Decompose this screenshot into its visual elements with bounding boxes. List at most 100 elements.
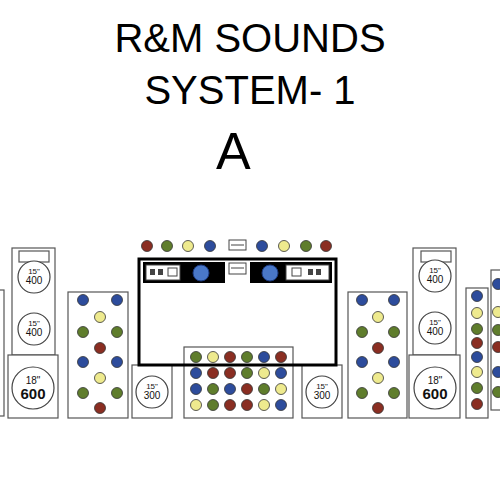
speaker-driver: 15"300: [135, 375, 169, 409]
light-dot: [357, 388, 368, 399]
light-dot: [242, 384, 253, 395]
light-dot: [242, 352, 253, 363]
driver-cone: [18, 261, 50, 293]
light-dot: [373, 312, 384, 323]
knob: [158, 269, 163, 275]
light-dot: [373, 403, 384, 414]
light-dot: [205, 241, 216, 252]
light-dot: [276, 352, 287, 363]
light-dot: [493, 367, 500, 378]
light-dot: [112, 295, 123, 306]
driver-size: 15": [429, 319, 441, 327]
light-column: [68, 292, 128, 418]
knob: [292, 268, 301, 276]
speaker-driver: 15"300: [305, 375, 339, 409]
speaker-driver: 15"400: [17, 260, 51, 294]
driver-watts: 600: [20, 386, 45, 401]
light-dot: [191, 384, 202, 395]
light-dot: [242, 368, 253, 379]
driver-cone: [306, 376, 338, 408]
light-dots: [78, 241, 500, 414]
light-dot: [162, 241, 173, 252]
light-dot: [472, 367, 483, 378]
light-dot: [208, 352, 219, 363]
light-dot: [493, 342, 500, 353]
light-dot: [493, 387, 500, 398]
speaker-cabinet: [12, 248, 55, 355]
light-dot: [208, 384, 219, 395]
drawing-part: [0, 248, 500, 418]
light-dot: [95, 312, 106, 323]
knob: [316, 269, 321, 275]
driver-watts: 300: [314, 391, 331, 401]
light-dot: [78, 388, 89, 399]
speaker-driver: 18"600: [413, 366, 457, 410]
light-dot: [493, 307, 500, 318]
driver-size: 18": [26, 376, 41, 386]
light-dot: [321, 241, 332, 252]
light-dot: [142, 241, 153, 252]
light-dot: [389, 357, 400, 368]
knob: [168, 268, 177, 276]
deck-control: [146, 265, 180, 280]
light-dot: [95, 403, 106, 414]
driver-size: 15": [28, 268, 40, 276]
light-dot: [183, 241, 194, 252]
knob: [150, 269, 155, 275]
driver-watts: 600: [422, 386, 447, 401]
light-dot: [472, 338, 483, 349]
light-dot: [389, 327, 400, 338]
speaker-cabinet: [132, 365, 172, 418]
sub-cabinet: [409, 355, 460, 418]
light-dot: [191, 352, 202, 363]
light-dot: [276, 400, 287, 411]
light-dot: [472, 308, 483, 319]
deck-panel: [143, 262, 225, 283]
light-dot: [112, 388, 123, 399]
deck-panel: [250, 262, 332, 283]
light-dot: [259, 400, 270, 411]
light-dot: [301, 241, 312, 252]
light-dot: [225, 352, 236, 363]
light-column: [466, 288, 488, 418]
light-dot: [208, 368, 219, 379]
light-dot: [472, 352, 483, 363]
horn: [19, 251, 49, 262]
driver-size: 15": [429, 267, 441, 275]
light-dot: [78, 295, 89, 306]
light-dot: [78, 327, 89, 338]
light-dot: [78, 357, 89, 368]
driver-cone: [419, 260, 451, 292]
dj-booth: [139, 259, 336, 365]
light-dot: [472, 383, 483, 394]
speaker-cabinet: [302, 365, 342, 418]
driver-watts: 400: [26, 276, 43, 286]
light-dot: [373, 343, 384, 354]
cabinet: [0, 290, 4, 416]
driver-watts: 400: [26, 328, 43, 338]
driver-size: 15": [316, 383, 328, 391]
light-dot: [389, 295, 400, 306]
light-dot: [112, 357, 123, 368]
mixer-line: [231, 245, 244, 246]
turntable: [262, 265, 278, 281]
light-dot: [191, 368, 202, 379]
driver-cone: [419, 312, 451, 344]
driver-watts: 400: [427, 327, 444, 337]
light-dot: [208, 400, 219, 411]
light-dot: [493, 325, 500, 336]
mixer: [229, 240, 246, 250]
light-dot: [472, 324, 483, 335]
speaker-driver: 15"400: [17, 312, 51, 346]
light-dot: [357, 357, 368, 368]
speaker-driver: 15"400: [418, 311, 452, 345]
light-dot: [225, 368, 236, 379]
light-dot: [259, 352, 270, 363]
speaker-driver: 15"400: [418, 259, 452, 293]
driver-size: 15": [28, 320, 40, 328]
light-column: [348, 292, 407, 418]
light-dot: [493, 279, 500, 290]
light-dot: [242, 400, 253, 411]
driver-cone: [12, 367, 54, 409]
turntable: [193, 265, 209, 281]
